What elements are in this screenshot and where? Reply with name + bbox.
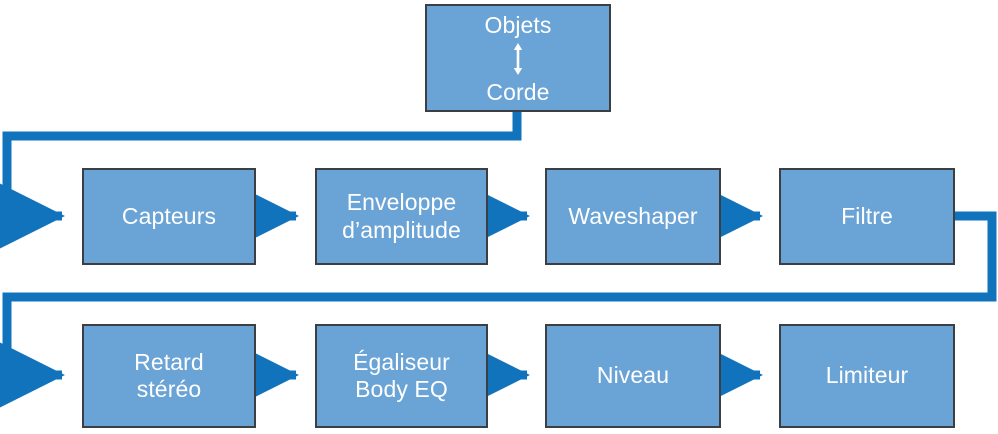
node-label: Capteurs	[121, 202, 217, 229]
node-label: Retard stéréo	[134, 348, 204, 402]
node-label: Limiteur	[825, 362, 909, 389]
node-label-objets: Objets	[484, 12, 552, 38]
node-label-corde: Corde	[486, 79, 550, 106]
node-enveloppe-amplitude[interactable]: Enveloppe d’amplitude	[315, 168, 488, 265]
node-filtre[interactable]: Filtre	[779, 168, 955, 265]
node-retard-stereo[interactable]: Retard stéréo	[82, 324, 256, 428]
bidirectional-arrow-icon	[513, 43, 523, 76]
node-waveshaper[interactable]: Waveshaper	[545, 168, 721, 265]
node-label: Égaliseur Body EQ	[353, 348, 450, 402]
node-limiteur[interactable]: Limiteur	[779, 324, 955, 428]
node-label: Filtre	[841, 202, 893, 229]
node-label: Enveloppe d’amplitude	[342, 189, 461, 243]
node-egaliseur-body-eq[interactable]: Égaliseur Body EQ	[315, 324, 488, 428]
node-niveau[interactable]: Niveau	[545, 324, 721, 428]
node-label: Niveau	[596, 362, 670, 389]
node-capteurs[interactable]: Capteurs	[82, 168, 256, 265]
node-label: Waveshaper	[568, 202, 698, 229]
node-objets-corde[interactable]: Objets Corde	[425, 4, 611, 112]
